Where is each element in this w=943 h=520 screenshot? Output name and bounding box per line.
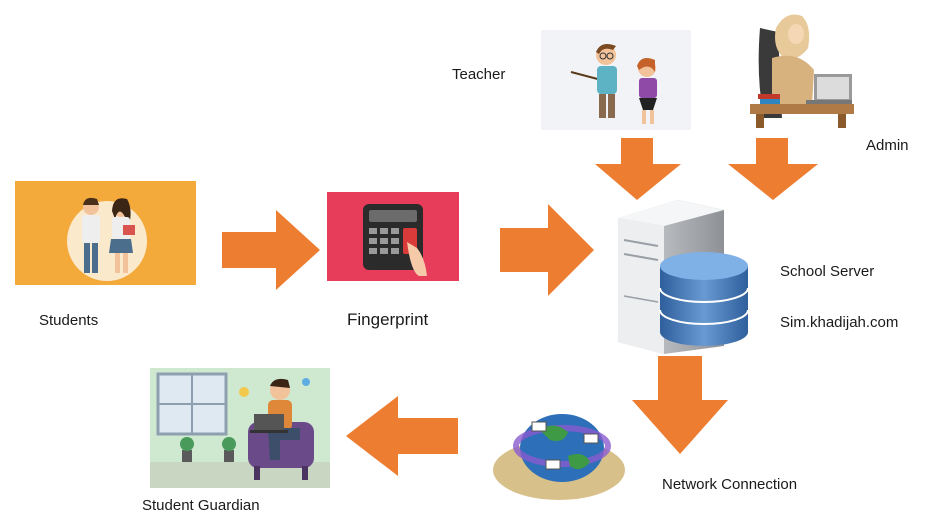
guardian-illustration (150, 368, 330, 488)
server-url-label: Sim.khadijah.com (780, 314, 899, 331)
network-connection-label: Network Connection (662, 476, 798, 493)
arrow-fingerprint-to-server (500, 204, 594, 296)
arrow-teacher-to-server (595, 138, 681, 200)
arrow-admin-to-server (728, 138, 818, 200)
teacher-label: Teacher (452, 66, 506, 83)
teacher-illustration (541, 30, 691, 130)
arrow-network-to-guardian (346, 396, 458, 476)
admin-illustration (742, 8, 860, 130)
student-guardian-label: Student Guardian (142, 497, 260, 514)
admin-label: Admin (866, 137, 909, 154)
students-illustration (15, 181, 196, 285)
fingerprint-label: Fingerprint (347, 310, 429, 329)
school-server-label: School Server (780, 263, 875, 280)
students-label: Students (39, 312, 99, 329)
arrow-server-to-network (632, 356, 728, 454)
server-database-illustration (612, 196, 758, 356)
arrow-students-to-fingerprint (222, 210, 320, 290)
globe-network-illustration (484, 400, 634, 504)
fingerprint-scanner-illustration (327, 192, 459, 281)
